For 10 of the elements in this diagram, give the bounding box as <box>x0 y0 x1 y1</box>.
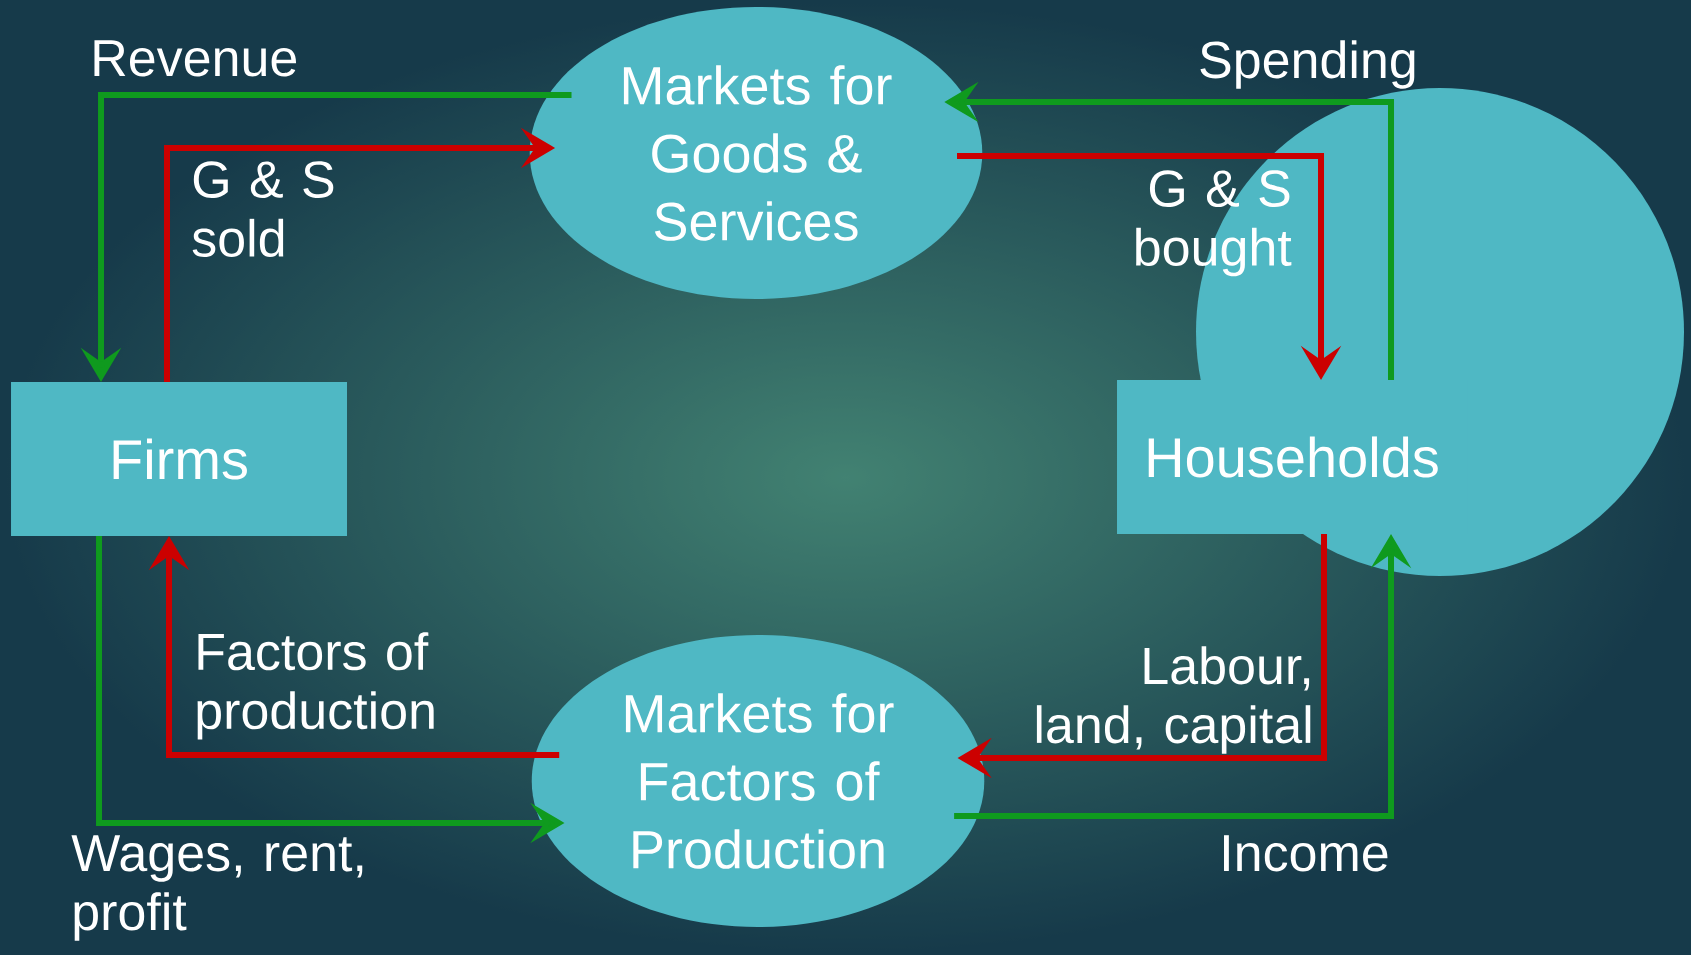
edge-label: Wages, rent, profit <box>71 835 363 941</box>
edge-label: G & S sold <box>192 161 334 257</box>
node-label: Households <box>1148 436 1438 478</box>
edge-label: Income <box>1224 835 1388 872</box>
process-box: Firms <box>11 382 347 536</box>
edge-label: Revenue <box>94 40 296 77</box>
edge-label: Labour, land, capital <box>1036 646 1311 754</box>
process-box: Households <box>1117 380 1467 534</box>
edge-label: Spending <box>1200 40 1415 89</box>
edge-label: Factors of production <box>197 632 434 740</box>
